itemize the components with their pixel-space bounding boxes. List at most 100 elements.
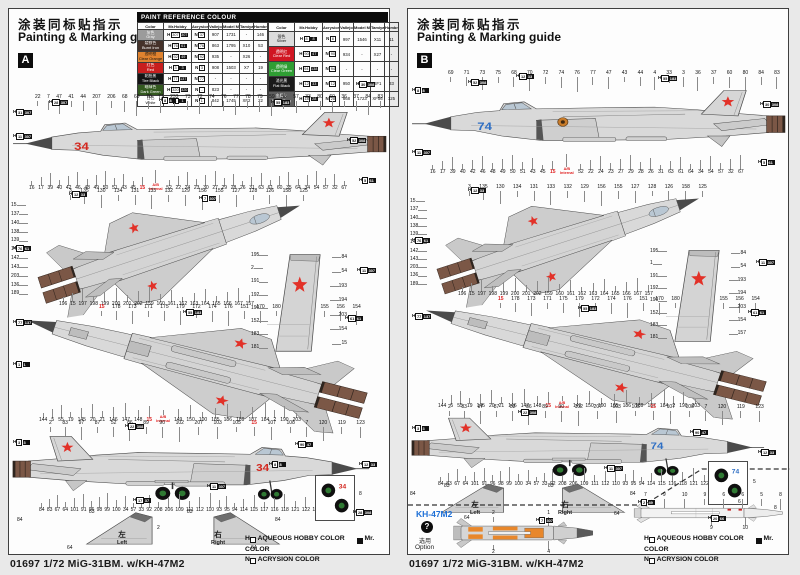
- tamiya-cell: -: [239, 29, 254, 41]
- callout-number: 127: [631, 184, 639, 206]
- page-title-en-b: Painting & Marking guide: [417, 30, 562, 44]
- callout-number: 203: [728, 304, 746, 311]
- callout-number: 49: [94, 170, 99, 191]
- callout-number: 107: [268, 420, 276, 442]
- callout-number: 29: [628, 154, 634, 175]
- kh47m2-title: KH-47M2: [416, 509, 453, 519]
- callout-number: 174: [208, 304, 217, 326]
- callout-number: 181: [251, 345, 269, 351]
- callout-number: 71: [464, 70, 469, 92]
- callout-number: 3: [682, 70, 685, 92]
- callout-number: 144: [438, 389, 446, 410]
- callout-number: 117: [260, 493, 268, 514]
- callout-number: 48: [490, 154, 496, 175]
- callout-number: A/B Internal: [149, 169, 163, 191]
- side-view-starboard-gear: 2839787528689901022071031051510710871201…: [9, 420, 391, 514]
- aircraft-bottom-drawing-b: [426, 310, 767, 420]
- callout-number: 54: [708, 154, 714, 175]
- callout-number: 139: [410, 231, 428, 238]
- callout-number: 94: [639, 467, 644, 488]
- callout-number: 174: [607, 296, 616, 318]
- callout-number: 24: [598, 154, 604, 175]
- callout-number: 100: [514, 467, 523, 488]
- humbrol-cell: 146: [253, 29, 268, 41]
- callout-number: 4: [547, 540, 550, 556]
- callout-number: 171: [543, 296, 552, 318]
- callout-number: 103: [214, 420, 222, 442]
- callout-number: 183: [251, 332, 269, 338]
- callout-number: 43: [530, 154, 536, 175]
- callout-number: 6: [722, 492, 725, 513]
- callout-number: 22: [175, 170, 181, 191]
- callout-number: 54: [330, 269, 347, 275]
- aircraft-side-drawing-b: 74: [412, 90, 786, 147]
- vallejo-cell: -: [339, 61, 354, 78]
- callout-number: 64: [464, 515, 470, 521]
- callout-number: 190: [650, 298, 668, 304]
- callout-number: 68: [511, 70, 517, 92]
- callout-number: 140: [11, 220, 29, 227]
- callout-number: 149: [573, 389, 581, 410]
- callout-number: 4: [653, 70, 656, 92]
- callout-number: 20: [489, 389, 495, 410]
- callout-number: 155: [614, 184, 623, 206]
- callout-number: 74: [209, 94, 215, 116]
- callout-number: 61: [268, 170, 273, 191]
- callout-number: 9: [704, 492, 706, 513]
- callout-number: 2: [157, 525, 160, 531]
- callout-number: 64: [62, 493, 68, 514]
- callout-number: 111: [591, 467, 599, 488]
- callout-number: 10: [742, 516, 748, 532]
- acrysion-label: ACRYSION COLOR: [257, 556, 320, 564]
- callout-number: 102: [176, 420, 184, 442]
- callout-number: 125: [698, 184, 707, 206]
- callout-number: 150: [585, 389, 594, 410]
- callout-number: 99: [506, 466, 512, 488]
- aqueous-label-b: AQUEOUS HOBBY COLOR: [656, 535, 744, 542]
- callout-number: 194: [728, 291, 746, 297]
- callout-number: 165: [212, 287, 221, 308]
- svg-text:74: 74: [477, 120, 492, 133]
- callout-number: 196: [59, 287, 67, 308]
- callout-number: 135: [479, 184, 488, 206]
- paint-table-title: PAINT REFERENCE COLOUR: [137, 12, 388, 22]
- callout-number: 105: [631, 404, 640, 426]
- callout-number: 128: [648, 184, 656, 206]
- callout-number: 90: [558, 404, 564, 426]
- callout-number: 155: [719, 296, 728, 318]
- callout-number: 101: [70, 493, 79, 514]
- callout-number: 130: [97, 188, 106, 210]
- callout-number: 57: [293, 94, 299, 116]
- callout-number: 128: [249, 188, 257, 210]
- callout-number: 127: [232, 188, 240, 210]
- callout-number: A/B Internal: [555, 389, 569, 410]
- callout-number: 141: [410, 240, 428, 246]
- callout-number: 203: [329, 312, 347, 319]
- callout-number: 103: [613, 404, 621, 426]
- option-label-cn: 选用: [419, 539, 432, 545]
- callout-number: 46: [75, 170, 81, 191]
- option-label-en: Option: [415, 544, 435, 551]
- callout-number: 64: [688, 154, 694, 175]
- modelmaster-cell: -: [353, 61, 371, 78]
- callout-number: 189: [635, 389, 643, 410]
- callout-number: 74: [559, 70, 564, 92]
- callout-number: 148: [134, 403, 142, 424]
- callout-number: 48: [84, 170, 90, 191]
